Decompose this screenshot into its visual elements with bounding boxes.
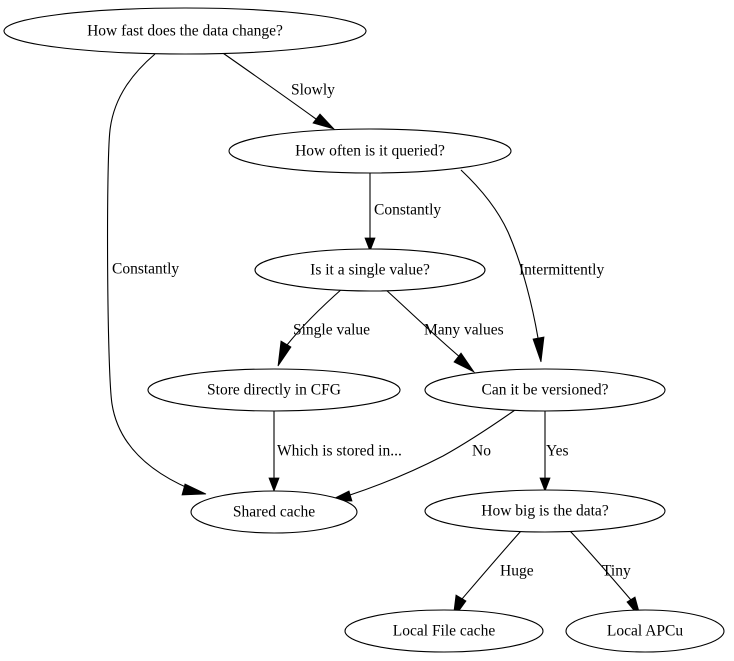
edge-how-fast--shared-cache: Constantly: [106, 53, 207, 496]
edge-how-often--single-value: Constantly: [364, 173, 441, 253]
node-shape[interactable]: [424, 368, 666, 412]
edge-line: [569, 530, 632, 601]
edges-layer: ConstantlySlowlyConstantlyIntermittently…: [106, 50, 642, 620]
edge-label: Huge: [500, 563, 534, 580]
edge-label: Single value: [293, 322, 370, 339]
node-how-fast[interactable]: How fast does the data change?: [3, 7, 367, 55]
edge-how-fast--how-often: Slowly: [219, 50, 336, 130]
edge-how-often--versioned: Intermittently: [460, 169, 604, 363]
node-single-value[interactable]: Is it a single value?: [254, 248, 486, 292]
nodes-layer: How fast does the data change? How often …: [3, 7, 725, 653]
node-label: How often is it queried?: [295, 143, 445, 160]
node-shape[interactable]: [190, 490, 358, 534]
node-how-big[interactable]: How big is the data?: [424, 489, 666, 533]
node-label: How fast does the data change?: [87, 23, 283, 40]
arrowhead-icon: [312, 113, 336, 130]
edge-line: [219, 50, 317, 120]
node-store-cfg[interactable]: Store directly in CFG: [147, 368, 401, 412]
arrowhead-icon: [277, 340, 292, 367]
edge-label: Constantly: [112, 261, 179, 278]
edge-line: [286, 287, 344, 346]
edge-line: [460, 169, 539, 339]
edge-single-value--versioned: Many values: [384, 288, 504, 374]
node-shape[interactable]: [565, 609, 725, 653]
edge-store-cfg--shared-cache: Which is stored in...: [268, 411, 402, 493]
edge-line: [384, 288, 462, 359]
edge-how-big--local-file: Huge: [452, 530, 534, 620]
edge-line: [106, 53, 191, 490]
node-label: Can it be versioned?: [482, 382, 609, 399]
edge-label: Constantly: [374, 202, 441, 219]
node-label: Local File cache: [393, 623, 496, 640]
edge-line: [349, 409, 516, 496]
node-label: Store directly in CFG: [207, 382, 341, 399]
node-label: Is it a single value?: [310, 262, 430, 279]
edge-line: [461, 530, 522, 600]
arrowhead-icon: [453, 352, 476, 374]
edge-single-value--store-cfg: Single value: [277, 287, 370, 367]
arrowhead-icon: [268, 477, 280, 493]
node-shared-cache[interactable]: Shared cache: [190, 490, 358, 534]
node-shape[interactable]: [344, 609, 544, 653]
edge-label: Intermittently: [519, 262, 604, 279]
node-shape[interactable]: [147, 368, 401, 412]
edge-label: Many values: [424, 322, 504, 339]
arrowhead-icon: [539, 477, 551, 493]
node-shape[interactable]: [424, 489, 666, 533]
node-local-apcu[interactable]: Local APCu: [565, 609, 725, 653]
edge-how-big--local-apcu: Tiny: [569, 530, 642, 620]
node-shape[interactable]: [254, 248, 486, 292]
edge-label: Slowly: [291, 82, 335, 99]
node-label: How big is the data?: [481, 503, 609, 520]
edge-versioned--how-big: Yes: [539, 411, 569, 493]
node-how-often[interactable]: How often is it queried?: [228, 128, 512, 174]
edge-label: Yes: [546, 443, 569, 460]
edge-label: No: [472, 443, 491, 460]
edge-label: Which is stored in...: [277, 443, 402, 460]
node-label: Shared cache: [233, 504, 315, 521]
node-versioned[interactable]: Can it be versioned?: [424, 368, 666, 412]
node-shape[interactable]: [228, 128, 512, 174]
arrowhead-icon: [364, 237, 376, 253]
edge-label: Tiny: [602, 563, 631, 580]
arrowhead-icon: [532, 336, 545, 363]
arrowhead-icon: [181, 483, 207, 496]
node-label: Local APCu: [607, 623, 683, 640]
node-local-file[interactable]: Local File cache: [344, 609, 544, 653]
node-shape[interactable]: [3, 7, 367, 55]
